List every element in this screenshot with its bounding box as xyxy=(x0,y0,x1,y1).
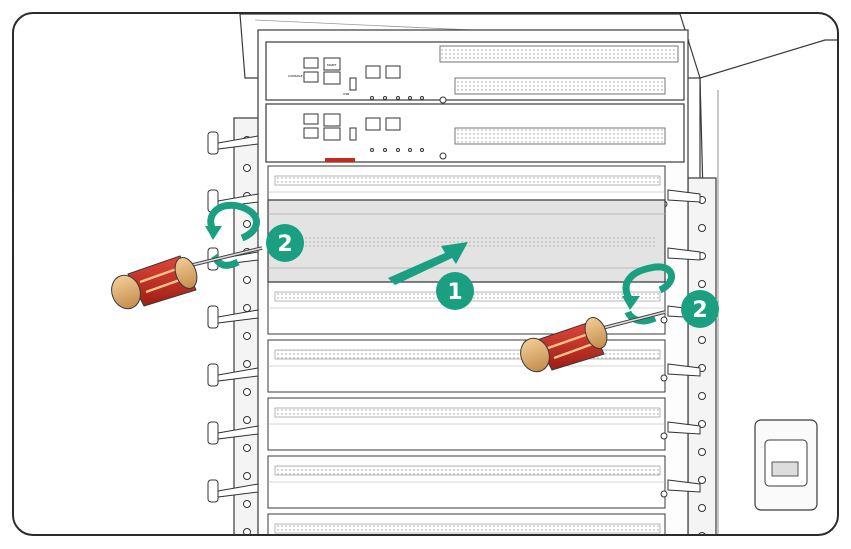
svg-text:2: 2 xyxy=(692,298,707,323)
usb-port xyxy=(349,77,357,91)
ejector-lever xyxy=(207,363,259,387)
mgmt-label: MGMT xyxy=(327,63,337,67)
ejector-lever xyxy=(667,247,701,261)
mgmt-port xyxy=(323,57,341,71)
ejector-lever xyxy=(207,479,259,503)
rail-hole xyxy=(243,304,251,312)
rail-hole xyxy=(698,336,706,344)
ejector-lever xyxy=(207,131,259,155)
rail-hole xyxy=(243,500,251,508)
rail-hole xyxy=(243,528,251,535)
slot-row xyxy=(267,339,668,393)
rail-hole xyxy=(243,388,251,396)
ejector-lever xyxy=(668,538,700,549)
rail-hole xyxy=(243,164,251,172)
rail-hole xyxy=(698,504,706,512)
slot-row xyxy=(267,455,668,509)
insert-arrow-icon xyxy=(388,242,468,285)
rail-hole xyxy=(698,280,706,288)
rail-hole xyxy=(243,472,251,480)
rail-hole xyxy=(243,416,251,424)
rail-hole xyxy=(243,332,251,340)
rail-hole xyxy=(698,448,706,456)
slot-screw xyxy=(660,374,668,382)
ejector-lever xyxy=(208,538,258,549)
callout-slide-in: 1 xyxy=(436,272,474,310)
ejector-lever xyxy=(667,363,701,377)
slot-screw xyxy=(660,432,668,440)
slot-row xyxy=(267,513,666,535)
left-slot-levers xyxy=(207,131,259,549)
management-module-top: CONSOLE MGMT USB RESET xyxy=(265,41,685,146)
slot-row xyxy=(267,397,668,451)
ejector-lever xyxy=(207,421,259,445)
slot-screw xyxy=(660,316,668,324)
filler-panel xyxy=(267,199,666,283)
management-module-bottom xyxy=(265,103,685,198)
svg-text:1: 1 xyxy=(447,280,462,305)
usb-label: USB xyxy=(343,92,349,96)
svg-text:2: 2 xyxy=(277,232,292,257)
callout-fasten-left: 2 xyxy=(266,224,304,262)
screwdriver-icon xyxy=(111,246,263,310)
slot-screw xyxy=(660,490,668,498)
left-mounting-rail xyxy=(233,117,261,535)
ejector-lever xyxy=(667,479,701,493)
chassis-side-panel xyxy=(699,39,838,535)
console-port xyxy=(303,57,319,69)
ejector-lever xyxy=(207,305,259,329)
rotate-arrow-icon xyxy=(205,201,260,269)
right-mounting-rail xyxy=(687,177,717,535)
rail-hole xyxy=(698,224,706,232)
rail-hole xyxy=(243,276,251,284)
figure-frame xyxy=(12,12,839,536)
reset-button xyxy=(439,96,447,104)
rail-hole xyxy=(698,392,706,400)
rail-hole xyxy=(243,360,251,368)
console-label: CONSOLE xyxy=(288,74,303,78)
ejector-lever xyxy=(667,421,701,435)
rail-hole xyxy=(698,476,706,484)
screwdriver-icon xyxy=(520,310,666,373)
rail-hole xyxy=(243,220,251,228)
rail-hole xyxy=(243,444,251,452)
ejector-lever xyxy=(667,189,701,203)
callout-fasten-right: 2 xyxy=(681,290,719,328)
